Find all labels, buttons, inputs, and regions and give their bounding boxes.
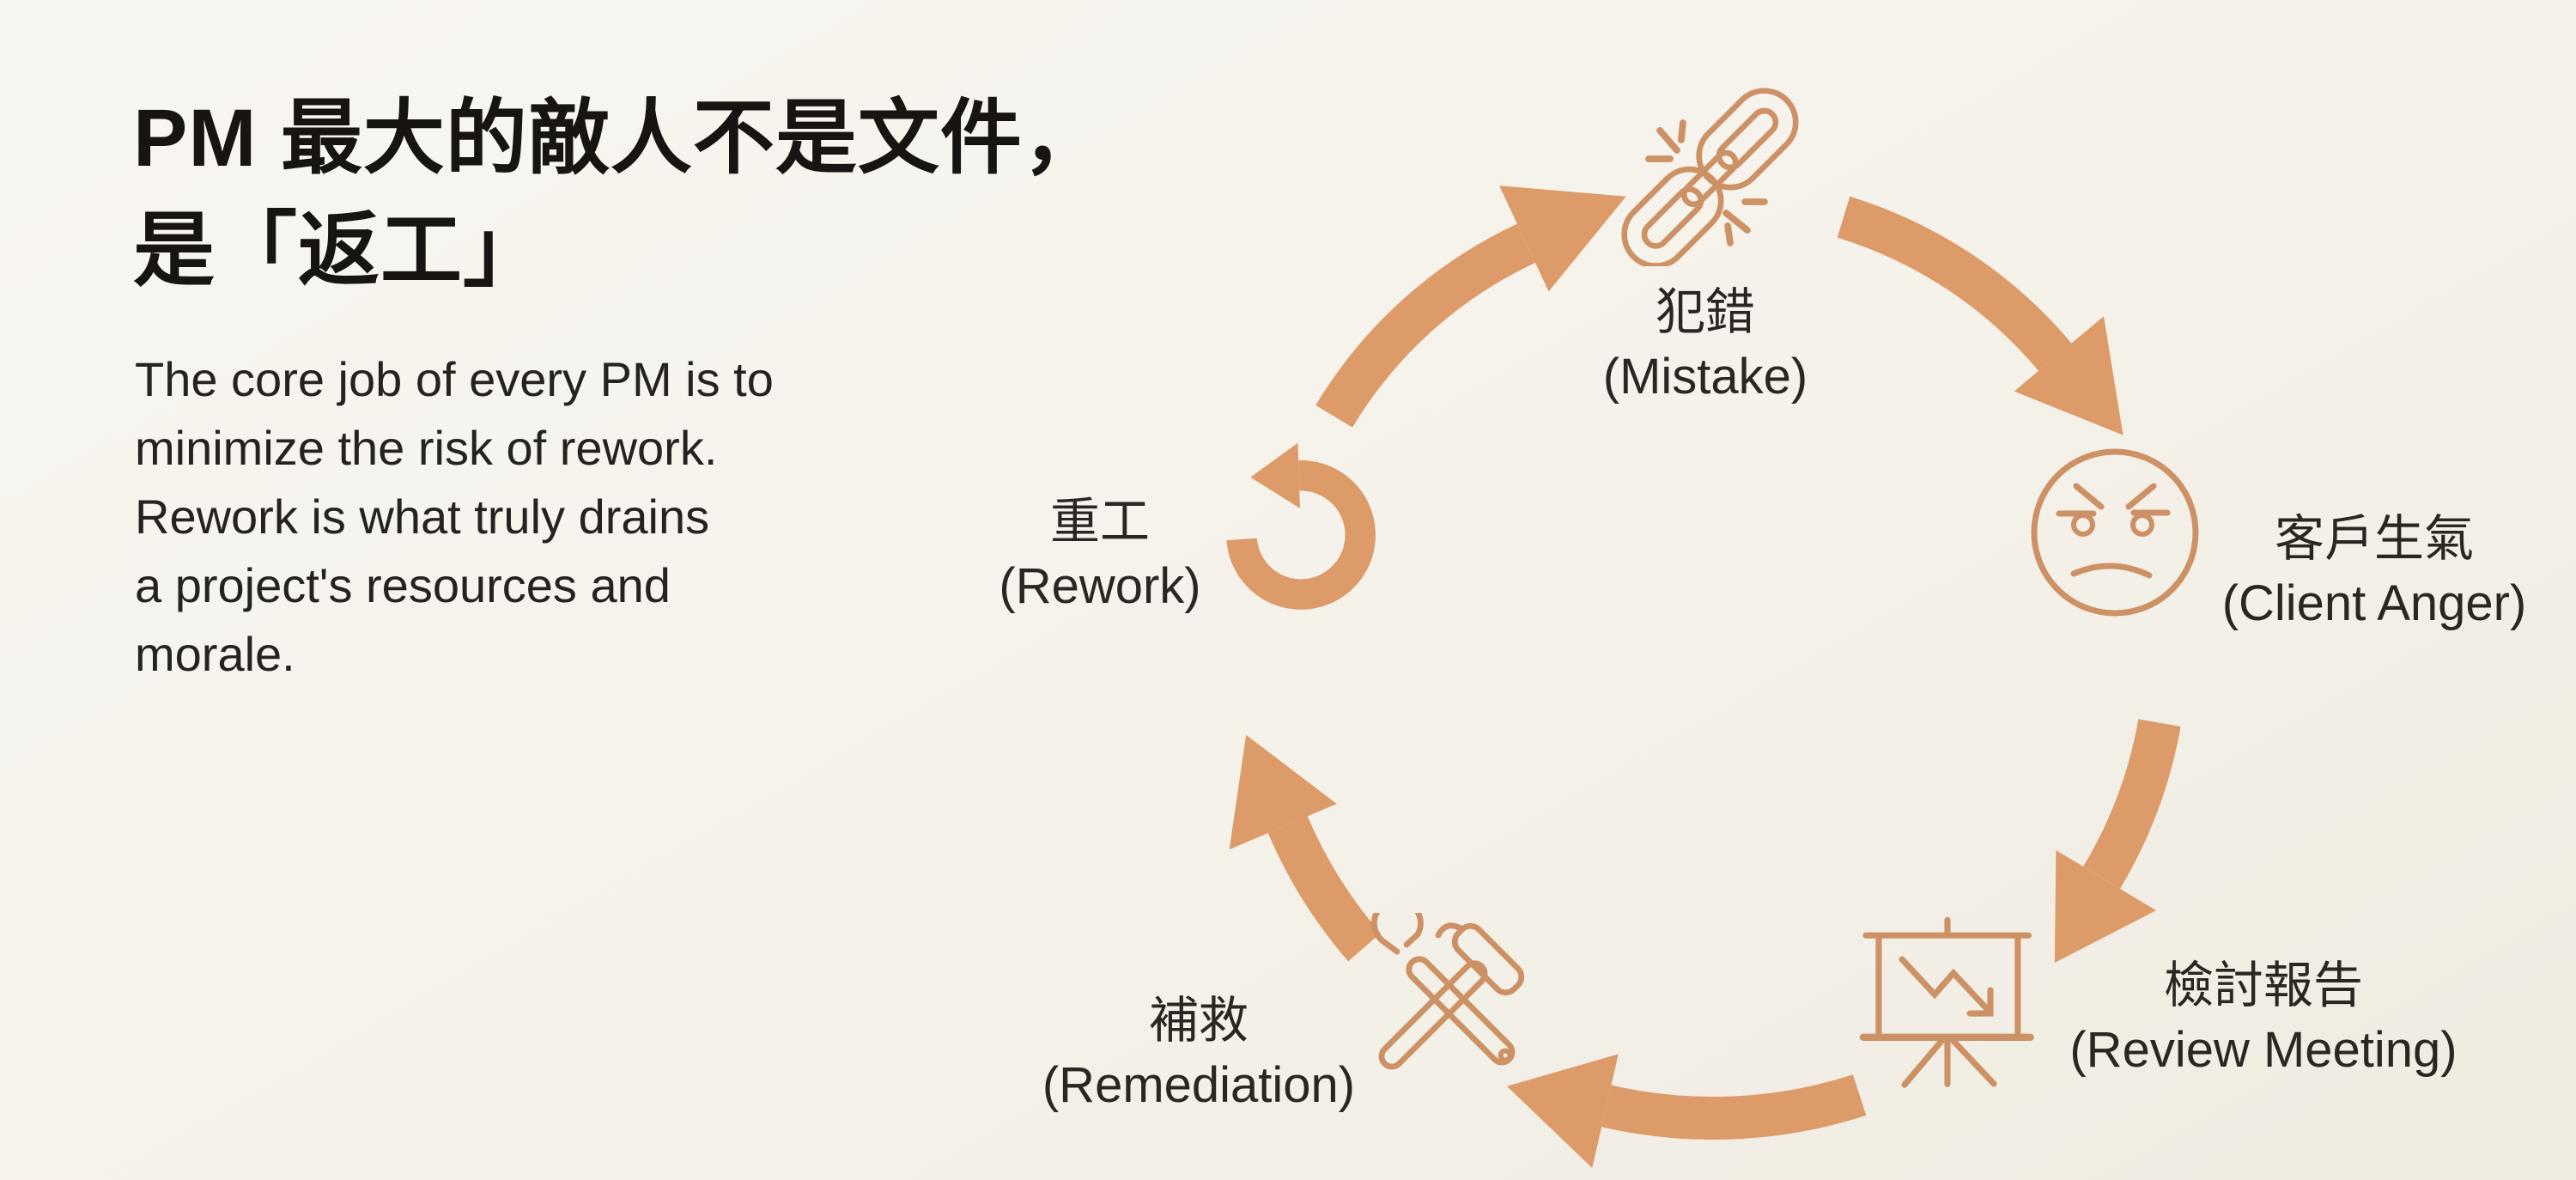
cycle-arrow-arc bbox=[1837, 196, 2072, 371]
node-label-rework: 重工 (Rework) bbox=[999, 490, 1200, 618]
node-label-en: (Rework) bbox=[999, 558, 1201, 614]
wrench-hammer-icon bbox=[1370, 913, 1541, 1085]
page-title-line1: PM 最大的敵人不是文件， bbox=[133, 93, 1105, 184]
cycle-arrow-head bbox=[1507, 1054, 1619, 1168]
node-label-client-anger: 客戶生氣 (Client Anger) bbox=[2222, 507, 2527, 636]
node-label-en: (Client Anger) bbox=[2221, 575, 2527, 631]
node-label-zh: 檢討報告 bbox=[2163, 958, 2364, 1013]
cycle-arrow-arc bbox=[1601, 1074, 1867, 1140]
cycle-arrow-head bbox=[2014, 316, 2123, 435]
page-title: PM 最大的敵人不是文件， 是「返工」 bbox=[133, 82, 1105, 307]
circular-arrow-icon bbox=[1224, 429, 1380, 614]
cycle-arrow-head bbox=[1499, 186, 1626, 292]
node-label-zh: 補救 bbox=[1148, 993, 1249, 1049]
node-label-zh: 犯錯 bbox=[1655, 284, 1755, 340]
cycle-arrow-head bbox=[2054, 850, 2156, 963]
cycle-arrow-head bbox=[1229, 734, 1337, 850]
cycle-arrow-arc bbox=[1315, 223, 1536, 428]
node-label-mistake: 犯錯 (Mistake) bbox=[1603, 280, 1807, 409]
node-label-en: (Remediation) bbox=[1042, 1057, 1356, 1113]
node-label-zh: 重工 bbox=[1049, 494, 1151, 550]
angry-face-icon bbox=[2029, 447, 2201, 618]
page-title-line2: 是「返工」 bbox=[133, 205, 546, 296]
intro-paragraph: The core job of every PM is to minimize … bbox=[135, 352, 774, 681]
declining-chart-easel-icon bbox=[1857, 915, 2038, 1095]
cycle-arrow-arc bbox=[1267, 816, 1382, 962]
node-label-en: (Review Meeting) bbox=[2069, 1022, 2458, 1078]
node-label-review-meeting: 檢討報告 (Review Meeting) bbox=[2069, 953, 2457, 1082]
node-label-zh: 客戶生氣 bbox=[2274, 511, 2475, 567]
cycle-arrow-arc bbox=[2083, 719, 2181, 889]
node-label-en: (Mistake) bbox=[1602, 349, 1808, 404]
broken-chain-icon bbox=[1613, 76, 1803, 266]
node-label-remediation: 補救 (Remediation) bbox=[1042, 988, 1355, 1117]
